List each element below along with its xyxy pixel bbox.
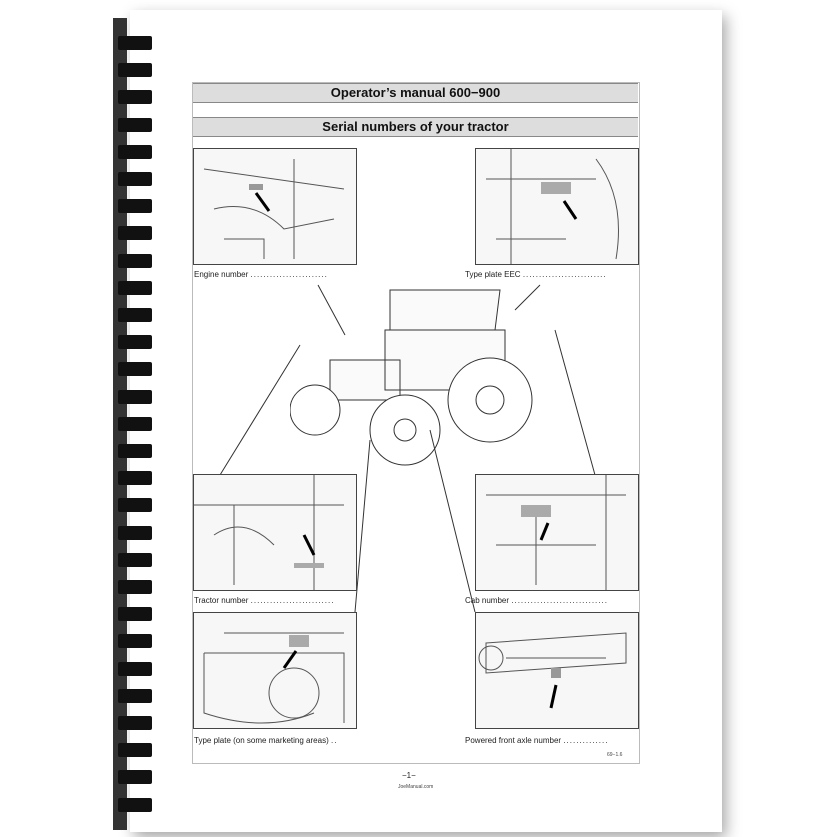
binding-ring [118,525,152,540]
binding-ring [118,743,152,758]
tractor-illustration [290,289,533,466]
dots: ........................ [250,270,328,279]
binding-ring [118,308,152,322]
binding-ring [118,498,152,513]
engine-illustration [193,148,357,265]
binding-ring [118,797,152,812]
binding-ring [118,144,152,159]
dots: .............................. [511,596,608,605]
binding-ring [118,172,152,186]
dots: .......................... [522,270,607,279]
binding-ring [118,90,152,105]
type-plate-label: Type plate (on some marketing areas) [194,736,329,745]
binding-ring [118,444,152,458]
binding-ring [118,63,152,78]
binding-ring [118,199,152,214]
binding-ring [118,661,152,676]
binding-ring [118,770,152,785]
type-plate-eec-illustration [475,148,639,265]
binding-ring [118,117,152,132]
binding-ring [118,688,152,703]
binding-ring [118,389,152,404]
binding-ring [118,607,152,622]
binding-ring [118,416,152,431]
tractor-number-label: Tractor number [194,596,249,605]
dots: .............. [563,736,609,745]
binding-ring [118,634,152,649]
manual-title: Operator’s manual 600−900 [193,83,638,103]
binding-ring [118,36,152,50]
tractor-number-illustration [193,474,357,591]
binding-ring [118,335,152,350]
binding-ring [118,471,152,486]
binding-ring [118,552,152,567]
front-axle-label: Powered front axle number [465,736,562,745]
figure-reference: 69−1.6 [607,752,623,758]
binding-ring [118,580,152,594]
binding-ring [118,362,152,377]
type-plate-eec-label: Type plate EEC [465,270,521,279]
page-number: −1− [402,771,416,780]
binding-ring [118,716,152,730]
binding-ring [118,226,152,241]
dots: .......................... [250,596,335,605]
dots: .. [330,736,338,745]
binding-ring [118,253,152,268]
cab-number-label: Cab number [465,596,510,605]
cab-number-illustration [475,474,639,591]
footer-watermark: JoeManual.com [398,784,434,790]
engine-number-label: Engine number [194,270,249,279]
section-title: Serial numbers of your tractor [193,117,638,137]
type-plate-illustration [193,612,357,729]
content-frame [192,82,640,764]
front-axle-illustration [475,612,639,729]
binding-ring [118,280,152,295]
